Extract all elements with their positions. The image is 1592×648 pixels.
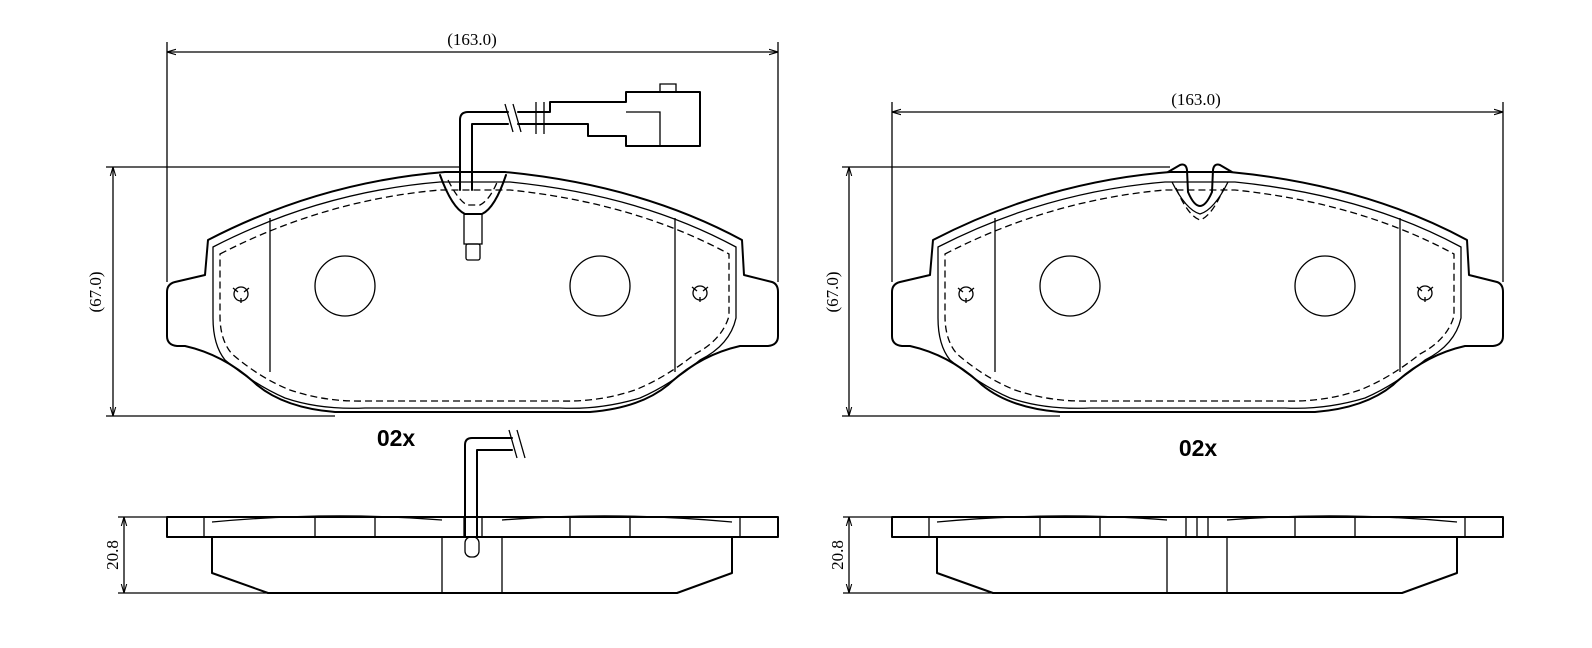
left-thickness-dimension: 20.8 <box>103 516 268 594</box>
left-pad-side-view <box>166 514 779 594</box>
right-side-notch <box>1185 516 1209 538</box>
left-pad-front-view <box>166 171 779 413</box>
right-width-dimension-label: (163.0) <box>1171 90 1221 109</box>
left-pad-sensor-housing <box>439 174 507 261</box>
right-thickness-dimension: 20.8 <box>828 516 993 594</box>
left-pad-drawing: (163.0) (67.0) 02x 20.8 <box>86 30 779 594</box>
left-height-dimension-label: (67.0) <box>86 271 105 312</box>
right-pad-front-view <box>891 171 1504 413</box>
right-pad-drawing: (163.0) (67.0) 02x 20.8 <box>823 90 1504 594</box>
right-height-dimension-label: (67.0) <box>823 271 842 312</box>
right-pad-top-notch <box>1167 163 1233 221</box>
right-quantity-label: 02x <box>1179 435 1218 461</box>
left-side-sensor <box>463 429 526 558</box>
right-width-dimension: (163.0) <box>891 90 1504 282</box>
left-width-dimension-label: (163.0) <box>447 30 497 49</box>
left-width-dimension: (163.0) <box>166 30 779 282</box>
left-thickness-dimension-label: 20.8 <box>103 540 122 570</box>
left-pad-wear-sensor-cable <box>459 83 701 191</box>
left-height-dimension: (67.0) <box>86 166 460 417</box>
right-height-dimension: (67.0) <box>823 166 1170 417</box>
right-thickness-dimension-label: 20.8 <box>828 540 847 570</box>
left-quantity-label: 02x <box>377 425 416 451</box>
